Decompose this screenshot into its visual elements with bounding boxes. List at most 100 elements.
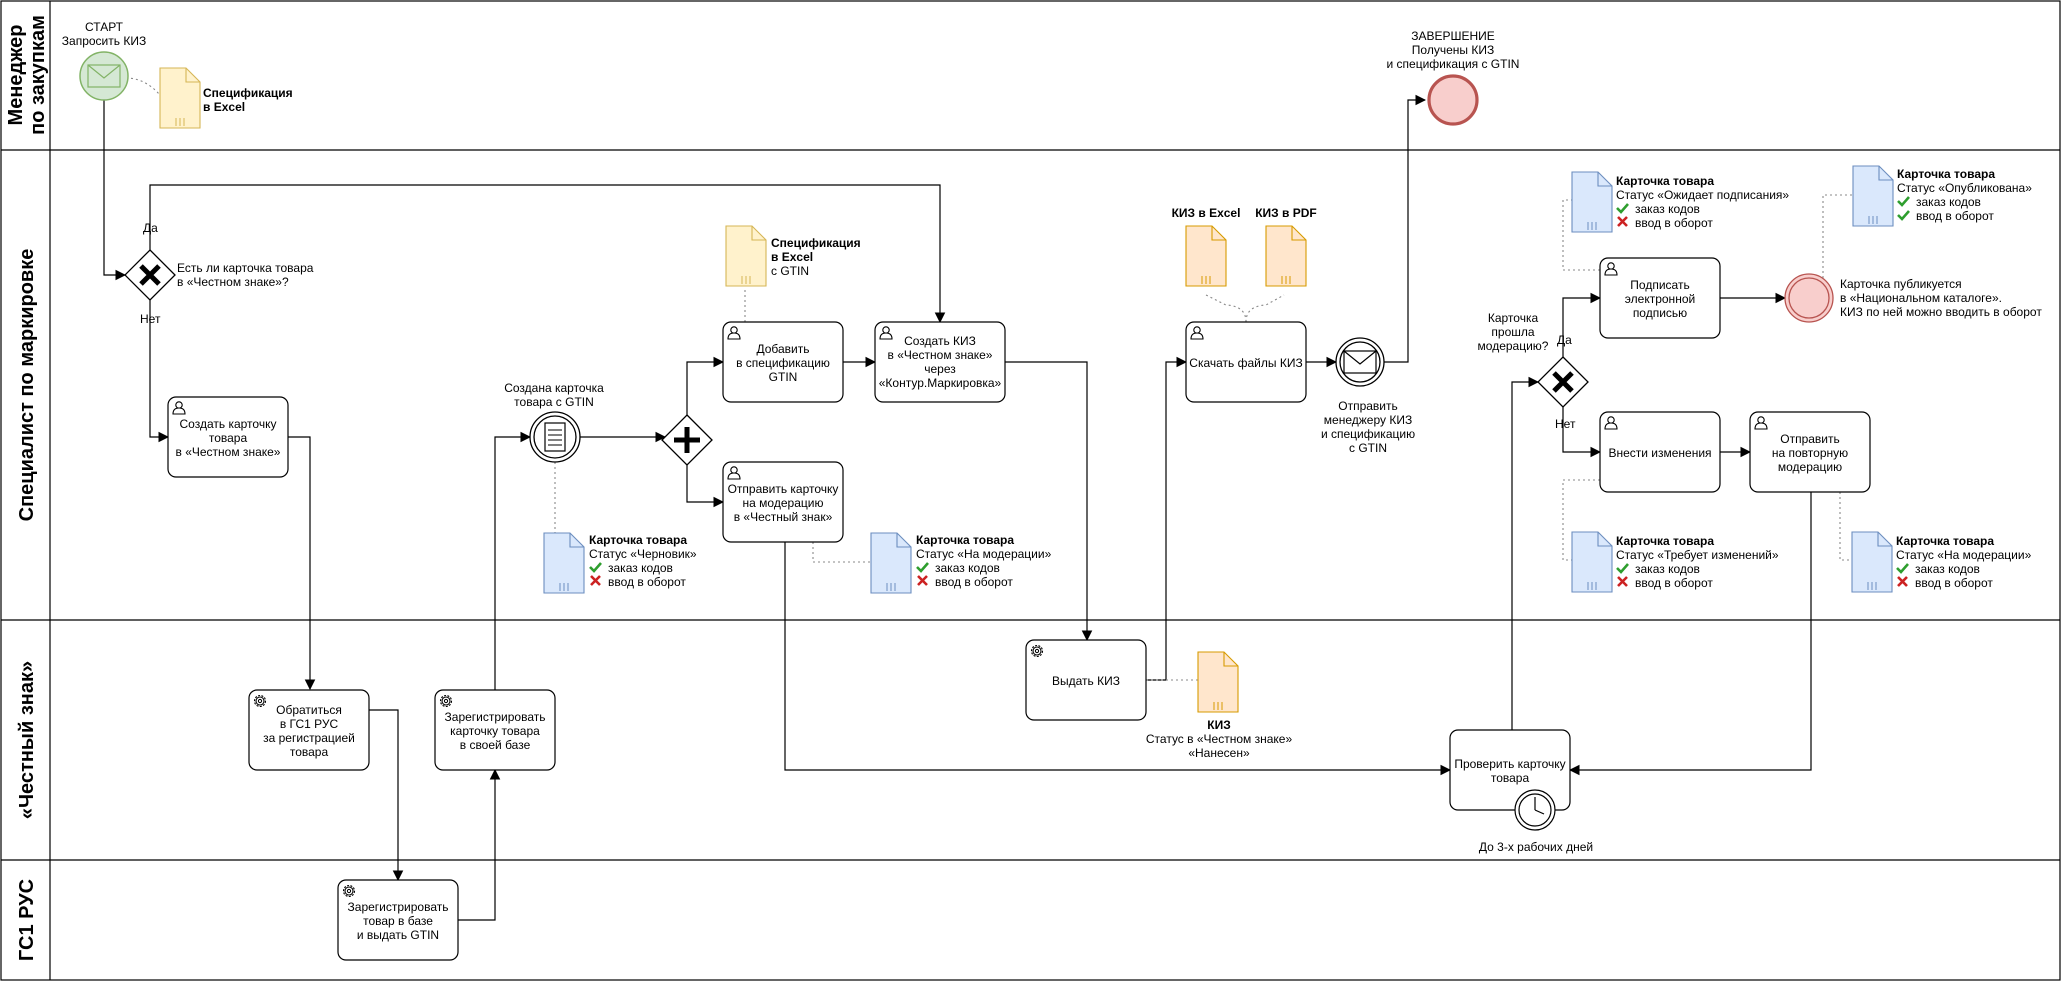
svg-text:Выдать КИЗ: Выдать КИЗ	[1052, 674, 1120, 688]
text-line: карточку товара	[450, 724, 540, 738]
text-line: товар в базе	[363, 914, 433, 928]
gateway2-no-label: Нет	[1555, 417, 1576, 431]
text-line: Получены КИЗ	[1412, 43, 1494, 57]
text-line: Создана карточка	[504, 381, 604, 395]
text-line: Отправить	[1780, 432, 1840, 446]
document-item: заказ кодов	[1915, 562, 1980, 576]
document-status: Статус «Черновик»	[589, 547, 697, 561]
exclusive-x-icon	[1552, 371, 1574, 393]
flow-gateway2-no	[1562, 407, 1602, 458]
document-icon	[1265, 225, 1307, 287]
cross-icon	[1617, 576, 1628, 587]
document-item: ввод в оборот	[1635, 216, 1713, 230]
svg-text:Специалист по маркировке: Специалист по маркировке	[16, 249, 38, 522]
document-status: Статус «На модерации»	[916, 547, 1052, 561]
document-item: ввод в оборот	[1635, 576, 1713, 590]
text-line: электронной	[1625, 292, 1695, 306]
gateway-yes-label: Да	[143, 221, 158, 235]
flow-gateway-no	[149, 300, 170, 443]
check-icon	[1616, 563, 1629, 574]
text-line: товара с GTIN	[514, 395, 594, 409]
document-title: КИЗ	[1207, 718, 1230, 732]
text-line: Зарегистрировать	[445, 710, 546, 724]
svg-text:Менеджерпо закупкам: Менеджерпо закупкам	[5, 15, 49, 135]
parallel-plus-icon	[674, 427, 700, 453]
text-line: в «Честный знак»	[734, 510, 833, 524]
document-item: заказ кодов	[935, 561, 1000, 575]
assoc-card-changes	[1562, 479, 1600, 561]
text-line: Есть ли карточка товара	[177, 261, 314, 275]
text-line: GTIN	[769, 370, 798, 384]
text-line: СТАРТ	[85, 20, 124, 34]
text-line: Специалист по маркировке	[16, 249, 38, 522]
text-line: Запросить КИЗ	[62, 34, 146, 48]
document-item: заказ кодов	[1635, 202, 1700, 216]
document-icon	[1197, 651, 1239, 713]
gateway-parallel	[661, 414, 713, 466]
envelope-icon	[1343, 350, 1377, 374]
cross-icon	[1617, 216, 1628, 227]
flow-moderation-to-check	[784, 542, 1452, 776]
document-kiz-pdf: КИЗ в PDF	[1255, 206, 1317, 287]
text-line: в своей базе	[460, 738, 531, 752]
text-line: Менеджер	[5, 25, 27, 126]
cross-icon	[917, 575, 928, 586]
gateway-no-label: Нет	[140, 312, 161, 326]
text-line: и выдать GTIN	[357, 928, 439, 942]
document-list-icon	[544, 422, 566, 452]
text-line: в «Честном знаке»	[888, 348, 993, 362]
document-status: Статус «Ожидает подписания»	[1616, 188, 1789, 202]
text-line: товара	[209, 431, 248, 445]
document-title: КИЗ в Excel	[1172, 206, 1241, 220]
check-icon	[589, 562, 602, 573]
text-line: Обратиться	[276, 703, 342, 717]
document-title: Карточка товара	[1896, 534, 1994, 548]
document-item: ввод в оборот	[608, 575, 686, 589]
task-download-kiz: Скачать файлы КИЗ	[1185, 321, 1307, 403]
text-line: в «Честном знаке»	[176, 445, 281, 459]
lane-label-manager: Менеджерпо закупкам	[5, 15, 49, 135]
text-line: Проверить карточку	[1454, 757, 1565, 771]
flow-resend-to-check	[1568, 492, 1812, 776]
svg-text:Внести изменения: Внести изменения	[1608, 446, 1711, 460]
text-line: Карточка публикуется	[1840, 277, 1962, 291]
flow-create-kiz-to-issue	[1005, 361, 1093, 642]
text-line: подписью	[1633, 306, 1687, 320]
text-line: Отправить	[1338, 399, 1398, 413]
document-item: заказ кодов	[1916, 195, 1981, 209]
envelope-icon	[87, 64, 121, 88]
svg-text:Скачать файлы КИЗ: Скачать файлы КИЗ	[1189, 356, 1302, 370]
flow-parallel-to-add	[686, 356, 725, 415]
text-line: в «Национальном каталоге».	[1840, 291, 2002, 305]
document-item: заказ кодов	[608, 561, 673, 575]
text-line: Добавить	[756, 342, 809, 356]
document-title: Спецификация	[203, 86, 293, 100]
text-line: в «Честном знаке»?	[177, 275, 289, 289]
assoc-card-moderation	[812, 542, 871, 563]
